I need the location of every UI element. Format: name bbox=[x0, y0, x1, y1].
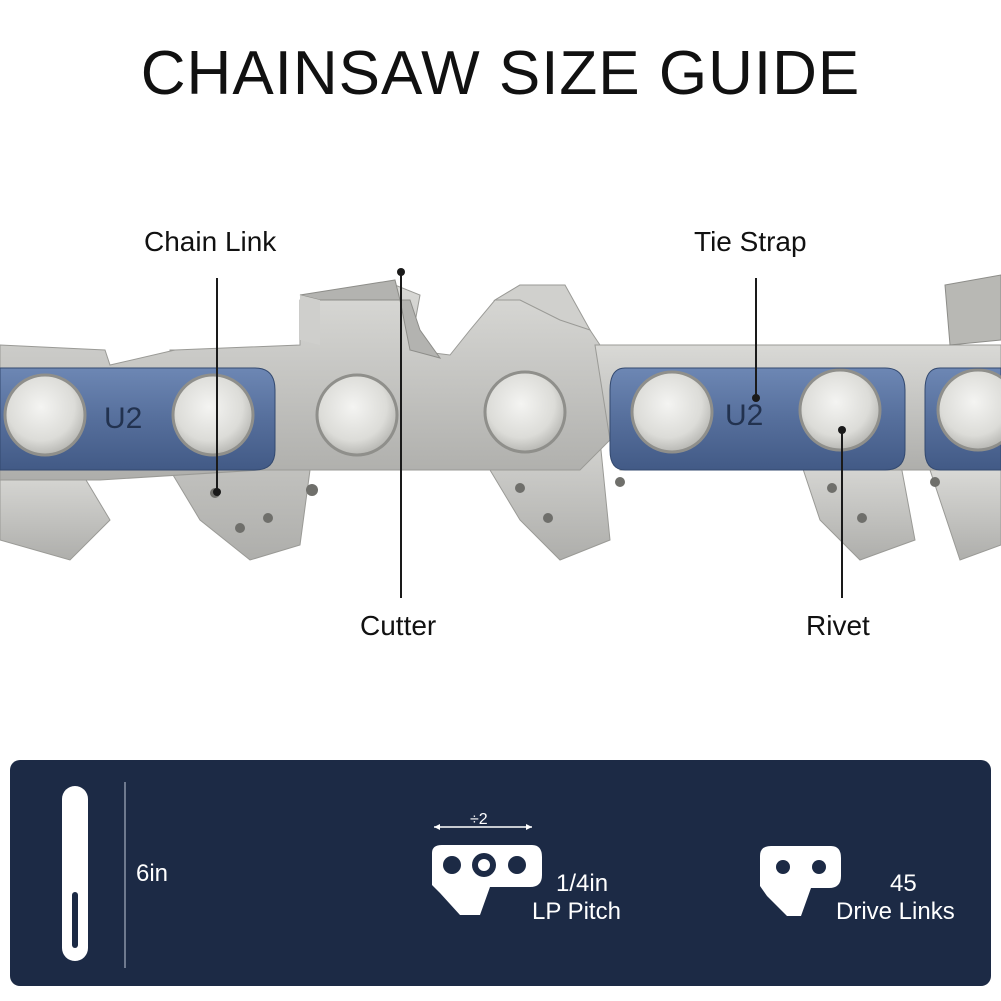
link-stamp: U2 bbox=[104, 402, 142, 435]
label-rivet: Rivet bbox=[806, 610, 870, 641]
guide-bar-icon bbox=[62, 782, 126, 968]
pitch-value-text: 1/4in bbox=[556, 870, 609, 897]
rivet bbox=[936, 368, 1001, 452]
label-cutter: Cutter bbox=[360, 610, 437, 641]
label-chain-link: Chain Link bbox=[144, 226, 277, 257]
drive-links-count-text: 45 bbox=[890, 870, 917, 897]
rivets bbox=[3, 368, 1001, 457]
drive-link bbox=[799, 459, 916, 561]
chain-holes bbox=[210, 477, 940, 533]
rivet bbox=[798, 368, 882, 452]
pitch-name-text: LP Pitch bbox=[532, 898, 621, 925]
spec-panel: 6in ÷2 1/4in LP Pitch 45 Drive Links bbox=[10, 760, 991, 986]
bar-length-text: 6in bbox=[136, 860, 169, 887]
rivet bbox=[483, 370, 567, 454]
leader-dots bbox=[213, 268, 846, 496]
leader-lines bbox=[216, 272, 843, 598]
chain-illustration: U2 U2 bbox=[0, 268, 1001, 598]
page-title: CHAINSAW SIZE GUIDE bbox=[140, 39, 861, 108]
link-stamp: U2 bbox=[725, 399, 763, 432]
pitch-divider-text: ÷2 bbox=[470, 811, 488, 828]
label-tie-strap: Tie Strap bbox=[694, 226, 807, 257]
drive-link bbox=[0, 469, 111, 561]
rivet bbox=[3, 373, 87, 457]
pitch-chain-icon bbox=[432, 824, 542, 915]
drive-links-name-text: Drive Links bbox=[836, 898, 955, 925]
rivet bbox=[315, 373, 399, 457]
drive-link bbox=[929, 469, 1001, 561]
cutter-shape bbox=[299, 274, 1001, 359]
drive-link-icon bbox=[760, 846, 841, 916]
rivet bbox=[630, 370, 714, 454]
rivet bbox=[171, 373, 255, 457]
